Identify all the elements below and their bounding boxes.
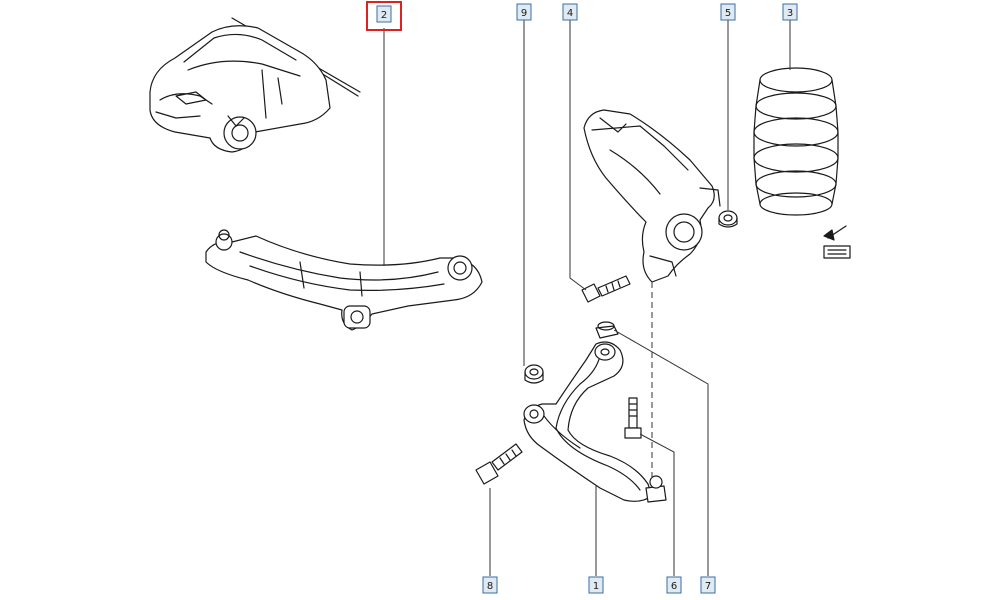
- bush-part-5: [718, 210, 738, 228]
- callout-5[interactable]: 5: [720, 3, 736, 21]
- vehicle-locator-illustration: [149, 17, 361, 153]
- highlight-box: [366, 1, 402, 31]
- coil-spring: [753, 67, 839, 216]
- callout-4[interactable]: 4: [562, 3, 578, 21]
- callout-1[interactable]: 1: [588, 576, 604, 594]
- callout-2[interactable]: 2: [366, 1, 402, 31]
- callout-label: 6: [671, 581, 677, 592]
- callout-label: 3: [787, 8, 793, 19]
- bolt-part-4: [581, 275, 631, 303]
- leader-lines: [383, 20, 791, 576]
- callout-label: 8: [487, 581, 493, 592]
- bolt-part-8: [475, 443, 523, 485]
- callout-label: 4: [567, 8, 573, 19]
- callout-label: 9: [521, 8, 527, 19]
- callout-label: 1: [593, 581, 599, 592]
- lower-arm-top-view: [205, 229, 483, 331]
- callout-3[interactable]: 3: [782, 3, 798, 21]
- callout-9[interactable]: 9: [516, 3, 532, 21]
- bush-part-9: [524, 364, 544, 384]
- callout-label: 5: [725, 8, 731, 19]
- callout-label: 7: [705, 581, 711, 592]
- spring-orientation-mark: [823, 225, 851, 259]
- callout-7[interactable]: 7: [700, 576, 716, 594]
- callout-8[interactable]: 8: [482, 576, 498, 594]
- bush-part-7: [595, 321, 619, 339]
- steering-knuckle: [583, 109, 721, 283]
- callout-6[interactable]: 6: [666, 576, 682, 594]
- callout-label: 2: [381, 10, 387, 21]
- bolt-part-6: [624, 397, 642, 439]
- lower-wishbone-part-1: [523, 341, 667, 503]
